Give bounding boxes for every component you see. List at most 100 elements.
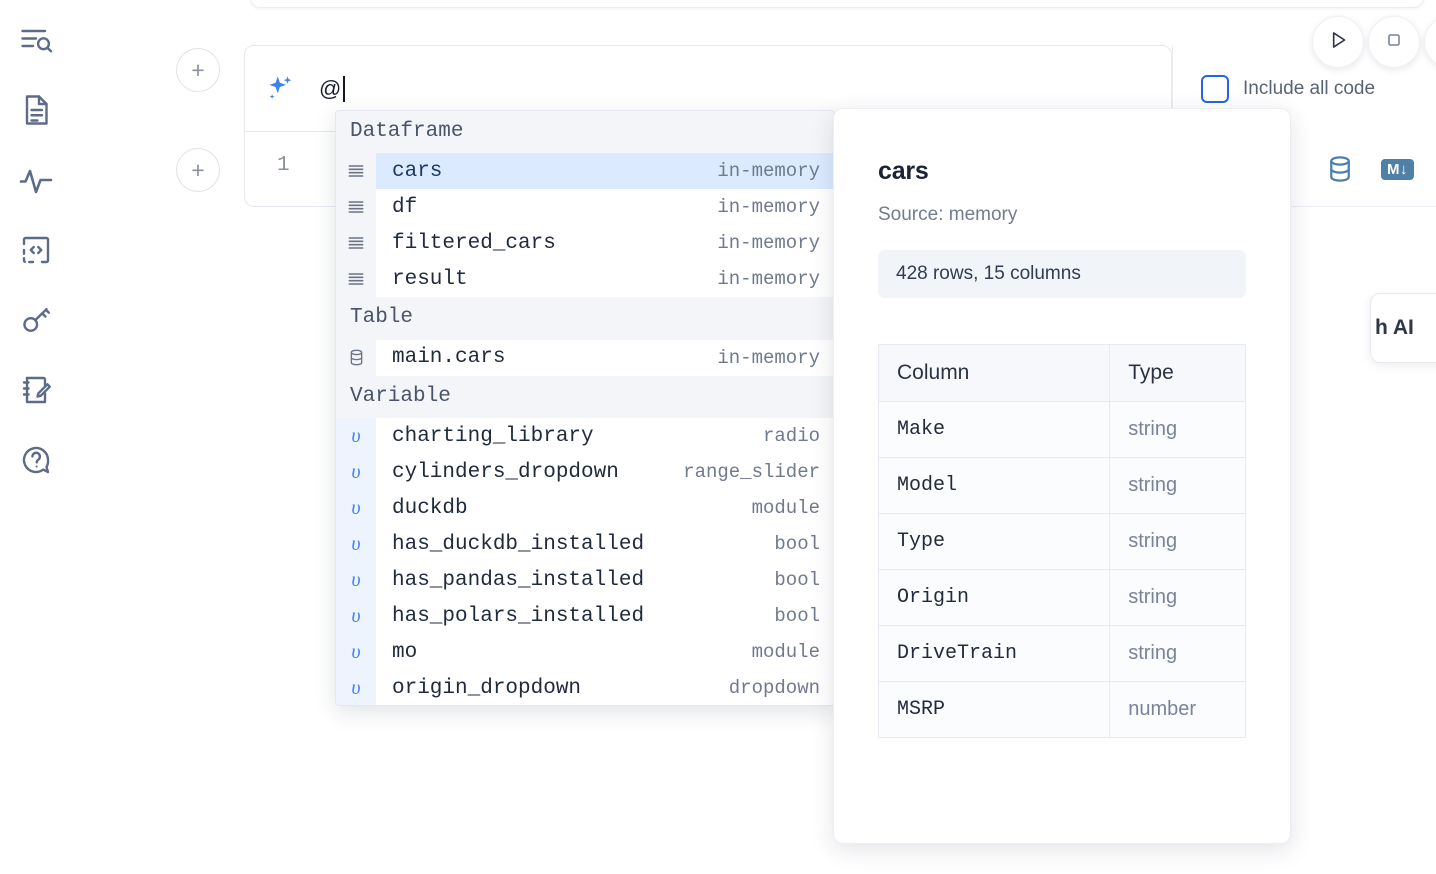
help-chat-icon bbox=[18, 442, 54, 478]
schema-column-name: MSRP bbox=[877, 681, 1111, 738]
add-cell-above-button[interactable]: + bbox=[176, 48, 220, 92]
include-all-code-checkbox[interactable] bbox=[1201, 74, 1229, 103]
file-document-icon bbox=[18, 92, 54, 128]
variable-icon: υ bbox=[336, 598, 376, 635]
autocomplete-option-type: radio bbox=[762, 425, 820, 448]
autocomplete-option-name: mo bbox=[392, 640, 418, 664]
autocomplete-option-name: df bbox=[392, 195, 418, 219]
markdown-badge[interactable]: M↓ bbox=[1381, 158, 1414, 180]
preview-shape-badge: 428 rows, 15 columns bbox=[878, 250, 1246, 298]
autocomplete-option-name: main.cars bbox=[392, 346, 506, 370]
sidebar-item-help[interactable] bbox=[12, 436, 60, 484]
column-header-column: Column bbox=[877, 344, 1111, 402]
table-header-row: Column Type bbox=[877, 344, 1246, 402]
autocomplete-option-type: bool bbox=[774, 533, 820, 556]
autocomplete-group-header: Table bbox=[336, 297, 834, 340]
sidebar-item-file-document[interactable] bbox=[12, 86, 60, 134]
autocomplete-group-header: Variable bbox=[336, 375, 834, 419]
schema-column-type: string bbox=[1109, 625, 1246, 682]
autocomplete-option[interactable]: υ charting_library radio bbox=[336, 418, 834, 455]
include-all-code-label: Include all code bbox=[1243, 77, 1376, 99]
stop-button[interactable] bbox=[1368, 16, 1420, 68]
text-cursor bbox=[342, 76, 345, 102]
add-cell-below-button[interactable]: + bbox=[176, 148, 220, 192]
autocomplete-option-name: filtered_cars bbox=[392, 231, 556, 255]
sidebar-item-activity[interactable] bbox=[12, 156, 60, 204]
database-icon bbox=[336, 339, 376, 376]
stop-square-icon bbox=[1382, 28, 1406, 57]
schema-column-name: Type bbox=[877, 513, 1111, 570]
variable-icon: υ bbox=[336, 670, 376, 705]
preview-source: Source: memory bbox=[878, 204, 1018, 225]
database-icon[interactable] bbox=[1325, 153, 1355, 185]
autocomplete-option-type: in-memory bbox=[717, 196, 820, 219]
line-number: 1 bbox=[277, 154, 290, 177]
autocomplete-option-type: bool bbox=[774, 569, 820, 592]
generate-with-ai-chip[interactable]: h AI bbox=[1370, 293, 1436, 363]
ai-prompt-value: @ bbox=[319, 76, 342, 101]
sidebar-item-snippets[interactable] bbox=[12, 226, 60, 274]
schema-column-name: Make bbox=[877, 401, 1111, 458]
autocomplete-option-name: has_polars_installed bbox=[392, 604, 645, 628]
variable-icon: υ bbox=[336, 634, 376, 671]
dataframe-rows-icon bbox=[336, 225, 376, 262]
sidebar-item-secrets[interactable] bbox=[12, 296, 60, 344]
include-all-code-row: Include all code bbox=[1172, 45, 1436, 132]
autocomplete-option-type: bool bbox=[774, 605, 820, 628]
autocomplete-option-name: origin_dropdown bbox=[392, 676, 582, 700]
run-button[interactable] bbox=[1312, 16, 1364, 68]
sidebar-item-scratchpad[interactable] bbox=[12, 366, 60, 414]
autocomplete-option-name: duckdb bbox=[392, 496, 468, 520]
previous-cell-remnant bbox=[250, 0, 1424, 8]
autocomplete-group-header: Dataframe bbox=[336, 111, 834, 154]
autocomplete-option[interactable]: υ has_polars_installed bool bbox=[336, 598, 834, 635]
autocomplete-option-name: has_duckdb_installed bbox=[392, 532, 645, 556]
sparkles-icon bbox=[263, 72, 297, 106]
variable-icon: υ bbox=[336, 490, 376, 527]
schema-column-type: string bbox=[1109, 569, 1246, 626]
dataframe-preview-panel: cars Source: memory 428 rows, 15 columns… bbox=[833, 108, 1291, 844]
autocomplete-option-type: dropdown bbox=[728, 677, 820, 700]
autocomplete-option-name: cars bbox=[392, 159, 443, 183]
autocomplete-option[interactable]: υ origin_dropdown dropdown bbox=[336, 670, 834, 705]
code-snippet-icon bbox=[18, 232, 54, 268]
schema-column-name: Model bbox=[877, 457, 1111, 514]
outline-search-icon bbox=[18, 22, 54, 58]
autocomplete-option[interactable]: df in-memory bbox=[336, 189, 834, 226]
autocomplete-option-name: result bbox=[392, 267, 468, 291]
schema-column-name: DriveTrain bbox=[877, 625, 1111, 682]
dataframe-rows-icon bbox=[336, 261, 376, 298]
schema-column-name: Origin bbox=[877, 569, 1111, 626]
autocomplete-option-name: has_pandas_installed bbox=[392, 568, 645, 592]
autocomplete-option-name: charting_library bbox=[392, 424, 594, 448]
variable-icon: υ bbox=[336, 418, 376, 455]
autocomplete-option[interactable]: main.cars in-memory bbox=[336, 339, 834, 376]
schema-column-type: string bbox=[1109, 513, 1246, 570]
variable-icon: υ bbox=[336, 562, 376, 599]
dataframe-rows-icon bbox=[336, 153, 376, 190]
autocomplete-option[interactable]: υ has_pandas_installed bool bbox=[336, 562, 834, 599]
schema-column-type: string bbox=[1109, 401, 1246, 458]
sidebar-item-outline-search[interactable] bbox=[12, 16, 60, 64]
autocomplete-option-type: in-memory bbox=[717, 346, 820, 369]
ai-prompt-input[interactable]: @ bbox=[319, 72, 1171, 106]
schema-column-type: string bbox=[1109, 457, 1246, 514]
autocomplete-option-type: module bbox=[751, 497, 820, 520]
